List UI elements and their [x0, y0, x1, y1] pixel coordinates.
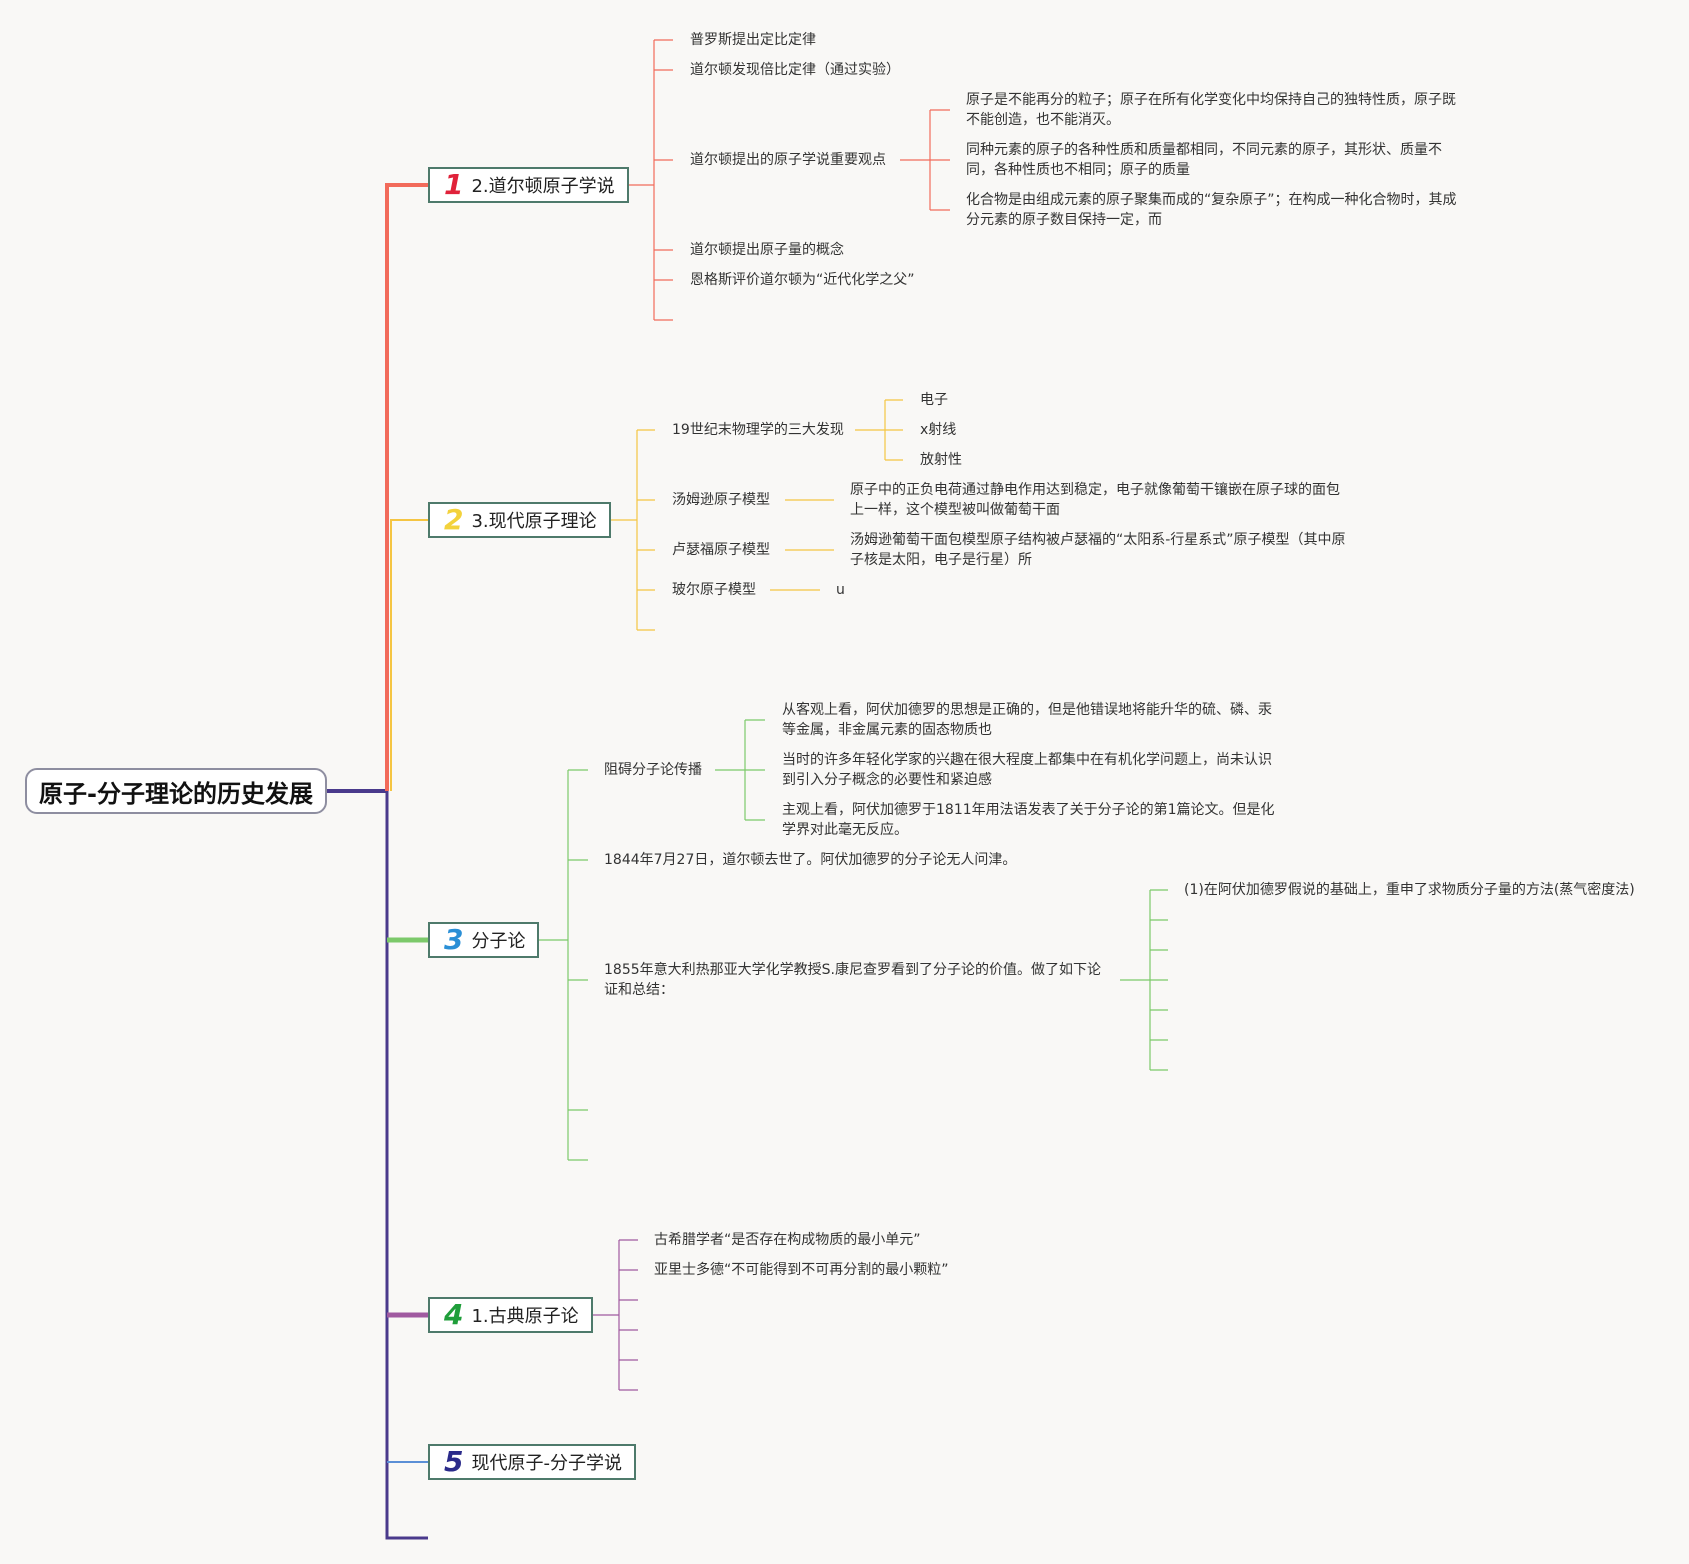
list-item[interactable]: 道尔顿提出原子量的概念: [690, 242, 844, 258]
list-item[interactable]: 当时的许多年轻化学家的兴趣在很大程度上都集中在有机化学问题上，尚未认识到引入分子…: [782, 752, 1272, 788]
list-item[interactable]: 电子: [920, 392, 948, 408]
list-item[interactable]: 原子中的正负电荷通过静电作用达到稳定，电子就像葡萄干镶嵌在原子球的面包上一样，这…: [850, 482, 1340, 518]
topic-label: 现代原子-分子学说: [471, 1453, 622, 1474]
list-item[interactable]: 1855年意大利热那亚大学化学教授S.康尼查罗看到了分子论的价值。做了如下论证和…: [604, 962, 1101, 998]
list-item[interactable]: 汤姆逊原子模型: [672, 492, 770, 508]
list-item[interactable]: 恩格斯评价道尔顿为“近代化学之父”: [690, 272, 915, 288]
topic-dalton-atomic-theory[interactable]: 1 2.道尔顿原子学说: [428, 167, 629, 203]
list-item[interactable]: (1)在阿伏加德罗假说的基础上，重申了求物质分子量的方法(蒸气密度法): [1184, 882, 1635, 898]
list-item[interactable]: 放射性: [920, 452, 962, 468]
topic-modern-atomic-theory[interactable]: 2 3.现代原子理论: [428, 502, 611, 538]
topic-label: 3.现代原子理论: [471, 511, 597, 532]
list-item[interactable]: 汤姆逊葡萄干面包模型原子结构被卢瑟福的“太阳系-行星系式”原子模型（其中原子核是…: [850, 532, 1346, 568]
list-item[interactable]: 古希腊学者“是否存在构成物质的最小单元”: [654, 1232, 921, 1248]
list-item[interactable]: 同种元素的原子的各种性质和质量都相同，不同元素的原子，其形状、质量不同，各种性质…: [966, 142, 1442, 178]
list-item[interactable]: 普罗斯提出定比定律: [690, 32, 816, 48]
list-item[interactable]: 阻碍分子论传播: [604, 762, 702, 778]
topic-classical-atomism[interactable]: 4 1.古典原子论: [428, 1297, 593, 1333]
topic-modern-atomic-molecular-theory[interactable]: 5 现代原子-分子学说: [428, 1444, 636, 1480]
list-item[interactable]: 化合物是由组成元素的原子聚集而成的“复杂原子”；在构成一种化合物时，其成分元素的…: [966, 192, 1457, 228]
list-item[interactable]: x射线: [920, 422, 957, 438]
list-item[interactable]: 道尔顿提出的原子学说重要观点: [690, 152, 886, 168]
list-item[interactable]: 从客观上看，阿伏加德罗的思想是正确的，但是他错误地将能升华的硫、磷、汞等金属，非…: [782, 702, 1272, 738]
list-item[interactable]: 1844年7月27日，道尔顿去世了。阿伏加德罗的分子论无人问津。: [604, 852, 1017, 868]
number-badge: 2: [444, 503, 464, 536]
topic-label: 2.道尔顿原子学说: [471, 176, 615, 197]
topic-molecular-theory[interactable]: 3 分子论: [428, 922, 540, 958]
topic-label: 分子论: [471, 931, 526, 952]
list-item[interactable]: 卢瑟福原子模型: [672, 542, 770, 558]
topic-label: 1.古典原子论: [471, 1306, 579, 1327]
number-badge: 5: [444, 1445, 464, 1478]
list-item[interactable]: 道尔顿发现倍比定律（通过实验）: [690, 62, 900, 78]
number-badge: 4: [444, 1298, 464, 1331]
root-topic[interactable]: 原子-分子理论的历史发展: [25, 768, 327, 814]
list-item[interactable]: 原子是不能再分的粒子；原子在所有化学变化中均保持自己的独特性质，原子既不能创造，…: [966, 92, 1456, 128]
list-item[interactable]: 主观上看，阿伏加德罗于1811年用法语发表了关于分子论的第1篇论文。但是化学界对…: [782, 802, 1275, 838]
list-item[interactable]: u: [836, 582, 845, 598]
list-item[interactable]: 19世纪末物理学的三大发现: [672, 422, 844, 438]
list-item[interactable]: 玻尔原子模型: [672, 582, 756, 598]
number-badge: 3: [444, 923, 464, 956]
number-badge: 1: [444, 168, 464, 201]
list-item[interactable]: 亚里士多德“不可能得到不可再分割的最小颗粒”: [654, 1262, 949, 1278]
